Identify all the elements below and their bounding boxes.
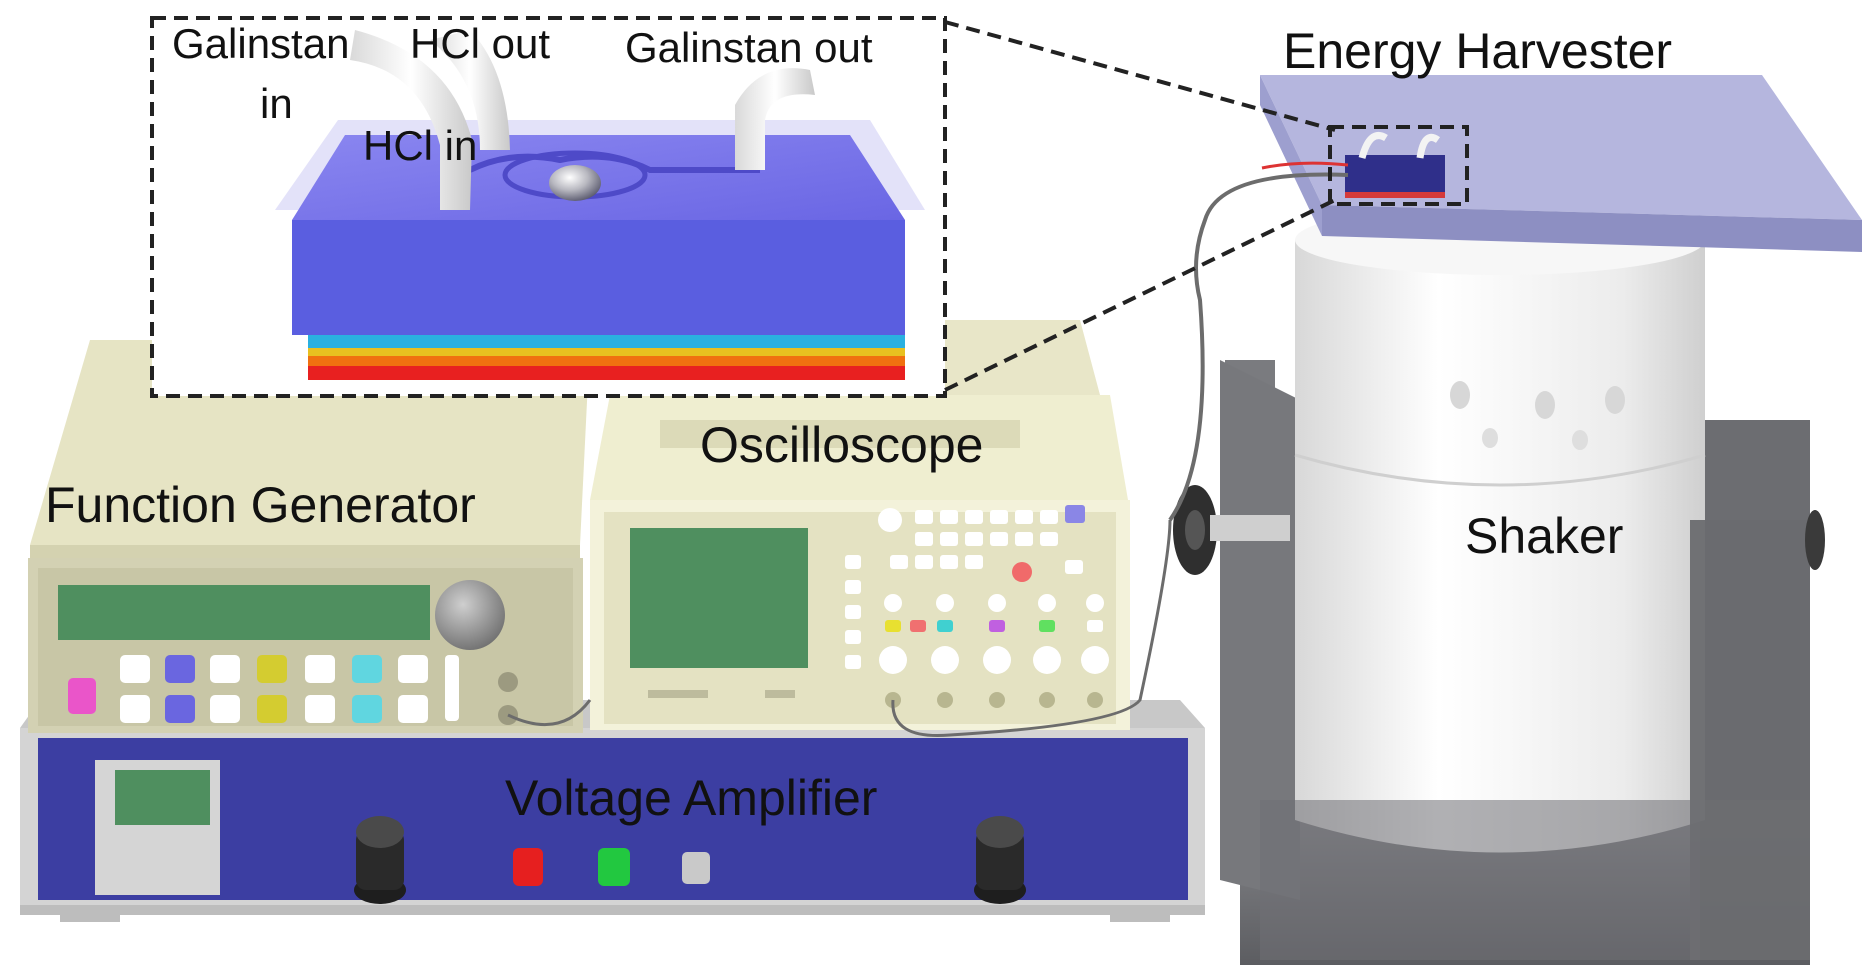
label-function-generator: Function Generator xyxy=(45,477,476,533)
label-galinstan-out: Galinstan out xyxy=(625,24,873,71)
device-layer-stack xyxy=(308,335,905,380)
galinstan-droplet-icon xyxy=(549,165,601,201)
label-oscilloscope: Oscilloscope xyxy=(700,417,983,473)
function-generator-knob-icon xyxy=(435,580,505,650)
amplifier-grey-button xyxy=(682,852,710,884)
label-galinstan-in-line2: in xyxy=(260,80,293,127)
amplifier-knob-right-icon xyxy=(974,816,1026,904)
label-voltage-amplifier: Voltage Amplifier xyxy=(505,770,877,826)
amplifier-knob-left-icon xyxy=(354,816,406,904)
label-hcl-out: HCl out xyxy=(410,20,550,67)
oscilloscope-screen xyxy=(630,528,808,668)
amplifier-display xyxy=(115,770,210,825)
label-hcl-in: HCl in xyxy=(363,122,477,169)
function-generator-display xyxy=(58,585,430,640)
label-shaker: Shaker xyxy=(1465,508,1623,564)
amplifier-red-button xyxy=(513,848,543,886)
function-generator xyxy=(28,340,590,733)
mini-device-icon xyxy=(1345,155,1445,197)
amplifier-green-button xyxy=(598,848,630,886)
label-energy-harvester: Energy Harvester xyxy=(1283,23,1672,79)
device-body xyxy=(292,220,905,335)
zoom-inset xyxy=(152,18,945,396)
label-galinstan-in-line1: Galinstan xyxy=(172,20,349,67)
shaker xyxy=(1173,205,1825,965)
